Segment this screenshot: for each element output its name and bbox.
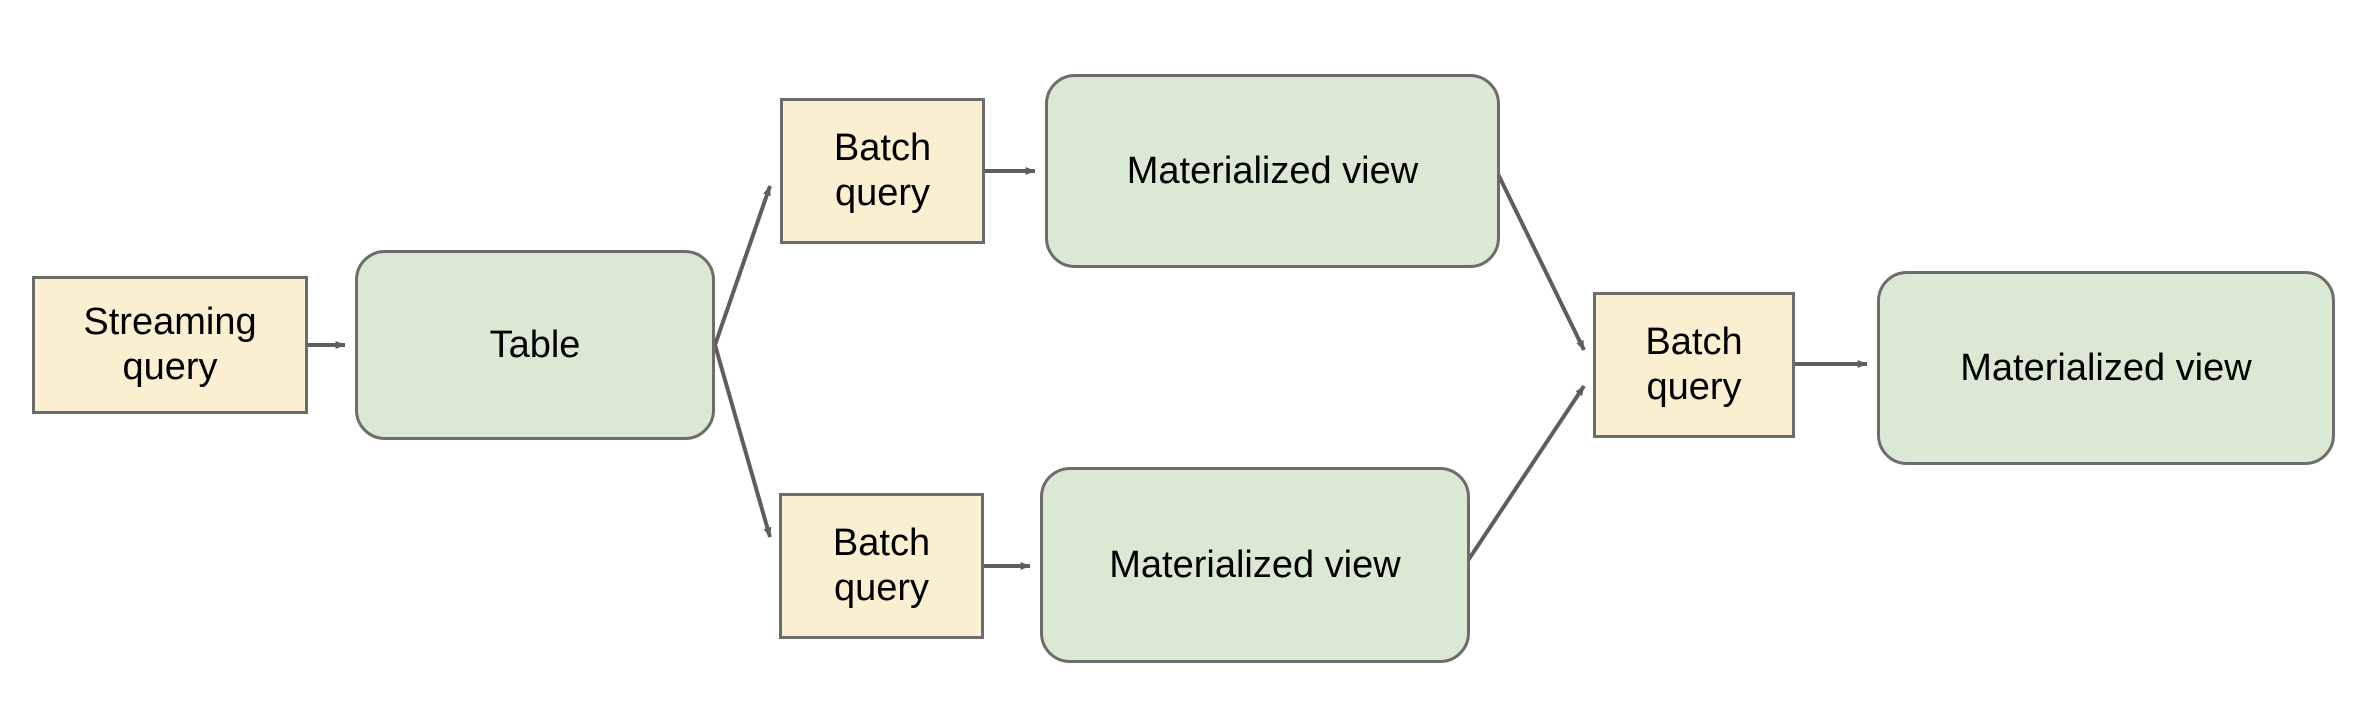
node-label: Batch query [1645, 321, 1743, 408]
node-materialized-view-top[interactable]: Materialized view [1045, 74, 1500, 268]
node-label: Batch query [832, 522, 931, 609]
node-label: Batch query [833, 127, 932, 214]
node-batch-query-top[interactable]: Batch query [780, 98, 985, 244]
node-batch-query-bottom[interactable]: Batch query [779, 493, 984, 639]
node-label: Materialized view [1126, 149, 1419, 192]
node-table[interactable]: Table [355, 250, 715, 440]
node-label: Materialized view [1109, 543, 1401, 586]
edge-materialized-view-top-to-batch-query-merge [1495, 171, 1586, 351]
node-materialized-view-bottom[interactable]: Materialized view [1040, 467, 1470, 663]
edge-materialized-view-bottom-to-batch-query-merge [1465, 384, 1586, 564]
edge-table-to-batch-query-top [713, 185, 772, 346]
node-streaming-query[interactable]: Streaming query [32, 276, 308, 414]
node-label: Materialized view [1960, 346, 2252, 389]
node-label: Streaming query [83, 301, 257, 388]
node-batch-query-merge[interactable]: Batch query [1593, 292, 1795, 438]
node-materialized-view-final[interactable]: Materialized view [1877, 271, 2335, 465]
edge-table-to-batch-query-bottom [713, 344, 772, 538]
node-label: Table [489, 323, 581, 366]
